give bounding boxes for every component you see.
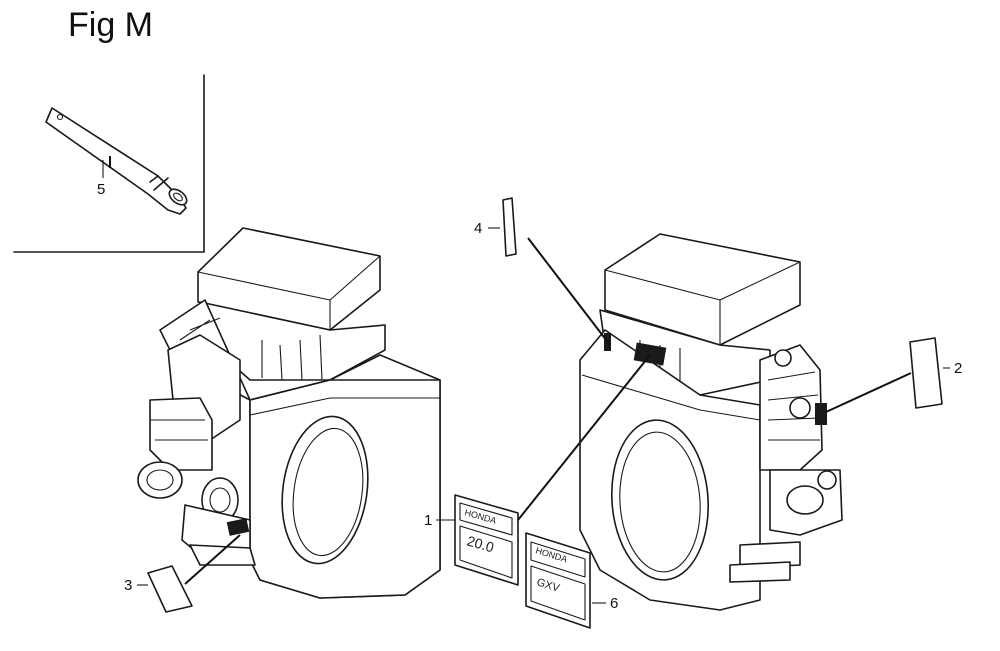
part-3-location-mark — [226, 518, 250, 536]
inset-frame — [13, 74, 205, 253]
part-6-label[interactable]: HONDA GXV — [525, 532, 591, 629]
leader-3 — [184, 534, 241, 585]
part-5-tube[interactable] — [45, 107, 190, 215]
callout-4: 4 — [474, 220, 482, 237]
callout-6: 6 — [610, 595, 618, 612]
figure-title: Fig M — [68, 6, 153, 44]
leader-lines — [109, 156, 950, 604]
part-4-label[interactable] — [502, 197, 517, 257]
leader-2 — [825, 372, 912, 413]
callout-3: 3 — [124, 577, 132, 594]
leader-4 — [527, 237, 611, 346]
part-2-location-mark — [815, 403, 827, 425]
part-1-location-mark — [633, 342, 667, 366]
left-engine — [137, 227, 441, 599]
callout-1: 1 — [424, 512, 432, 529]
part-1-label[interactable]: HONDA 20.0 — [454, 494, 519, 586]
right-engine — [579, 233, 843, 611]
part-2-label[interactable] — [909, 337, 943, 409]
part-3-label[interactable] — [147, 565, 193, 613]
callout-5: 5 — [97, 181, 105, 198]
leader-1 — [517, 354, 651, 521]
callout-2: 2 — [954, 360, 962, 377]
svg-text:20.0: 20.0 — [465, 533, 496, 556]
